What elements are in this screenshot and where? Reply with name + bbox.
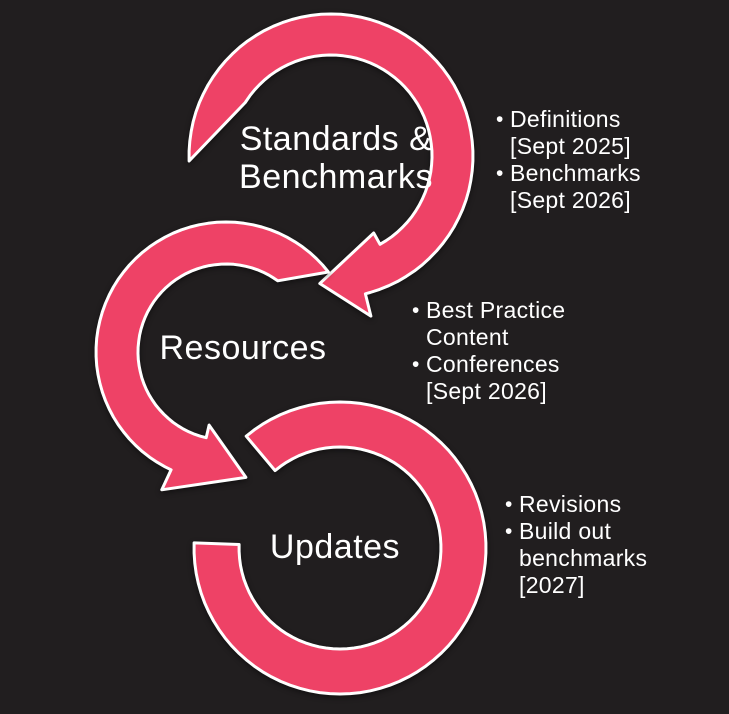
ring-updates [192,400,488,696]
bullet-text: [Sept 2026] [426,378,547,404]
step-label-line: Resources [159,329,327,367]
bullet-icon: • [496,162,504,185]
bullet-text: Best Practice [426,297,566,323]
bullet-item: • Revisions [505,491,647,518]
bullet-text: Conferences [426,351,560,377]
bullet-item: • Build out benchmarks [2027] [505,518,647,599]
bullets-updates: • Revisions • Build out benchmarks [2027… [505,491,647,599]
ring-arrow-standards-benchmarks [187,12,475,318]
bullet-text: Build out [519,518,612,544]
bullet-text: benchmarks [519,545,648,571]
bullet-icon: • [496,108,504,131]
step-label-resources: Resources [93,329,393,367]
bullet-icon: • [412,299,420,322]
bullet-text: [2027] [519,572,585,598]
bullet-text: [Sept 2026] [510,187,631,213]
bullet-text: Content [426,324,509,350]
bullet-text: Definitions [510,106,621,132]
bullet-icon: • [505,493,513,516]
step-label-standards-benchmarks: Standards & Benchmarks [186,120,486,196]
bullet-icon: • [505,520,513,543]
bullet-item: • Benchmarks [Sept 2026] [496,160,641,214]
bullets-resources: • Best Practice Content • Conferences [S… [412,297,565,405]
bullets-standards-benchmarks: • Definitions [Sept 2025] • Benchmarks [… [496,106,641,214]
step-label-line: Updates [269,528,401,566]
step-label-line: Standards & [239,120,433,158]
step-label-updates: Updates [185,528,485,566]
bullet-icon: • [412,353,420,376]
bullet-text: Benchmarks [510,160,641,186]
ring-arrow-resources [94,220,330,492]
bullet-item: • Conferences [Sept 2026] [412,351,565,405]
bullet-item: • Best Practice Content [412,297,565,351]
bullet-text: [Sept 2025] [510,133,631,159]
step-label-line: Benchmarks [239,158,433,196]
bullet-item: • Definitions [Sept 2025] [496,106,641,160]
bullet-text: Revisions [519,491,622,517]
